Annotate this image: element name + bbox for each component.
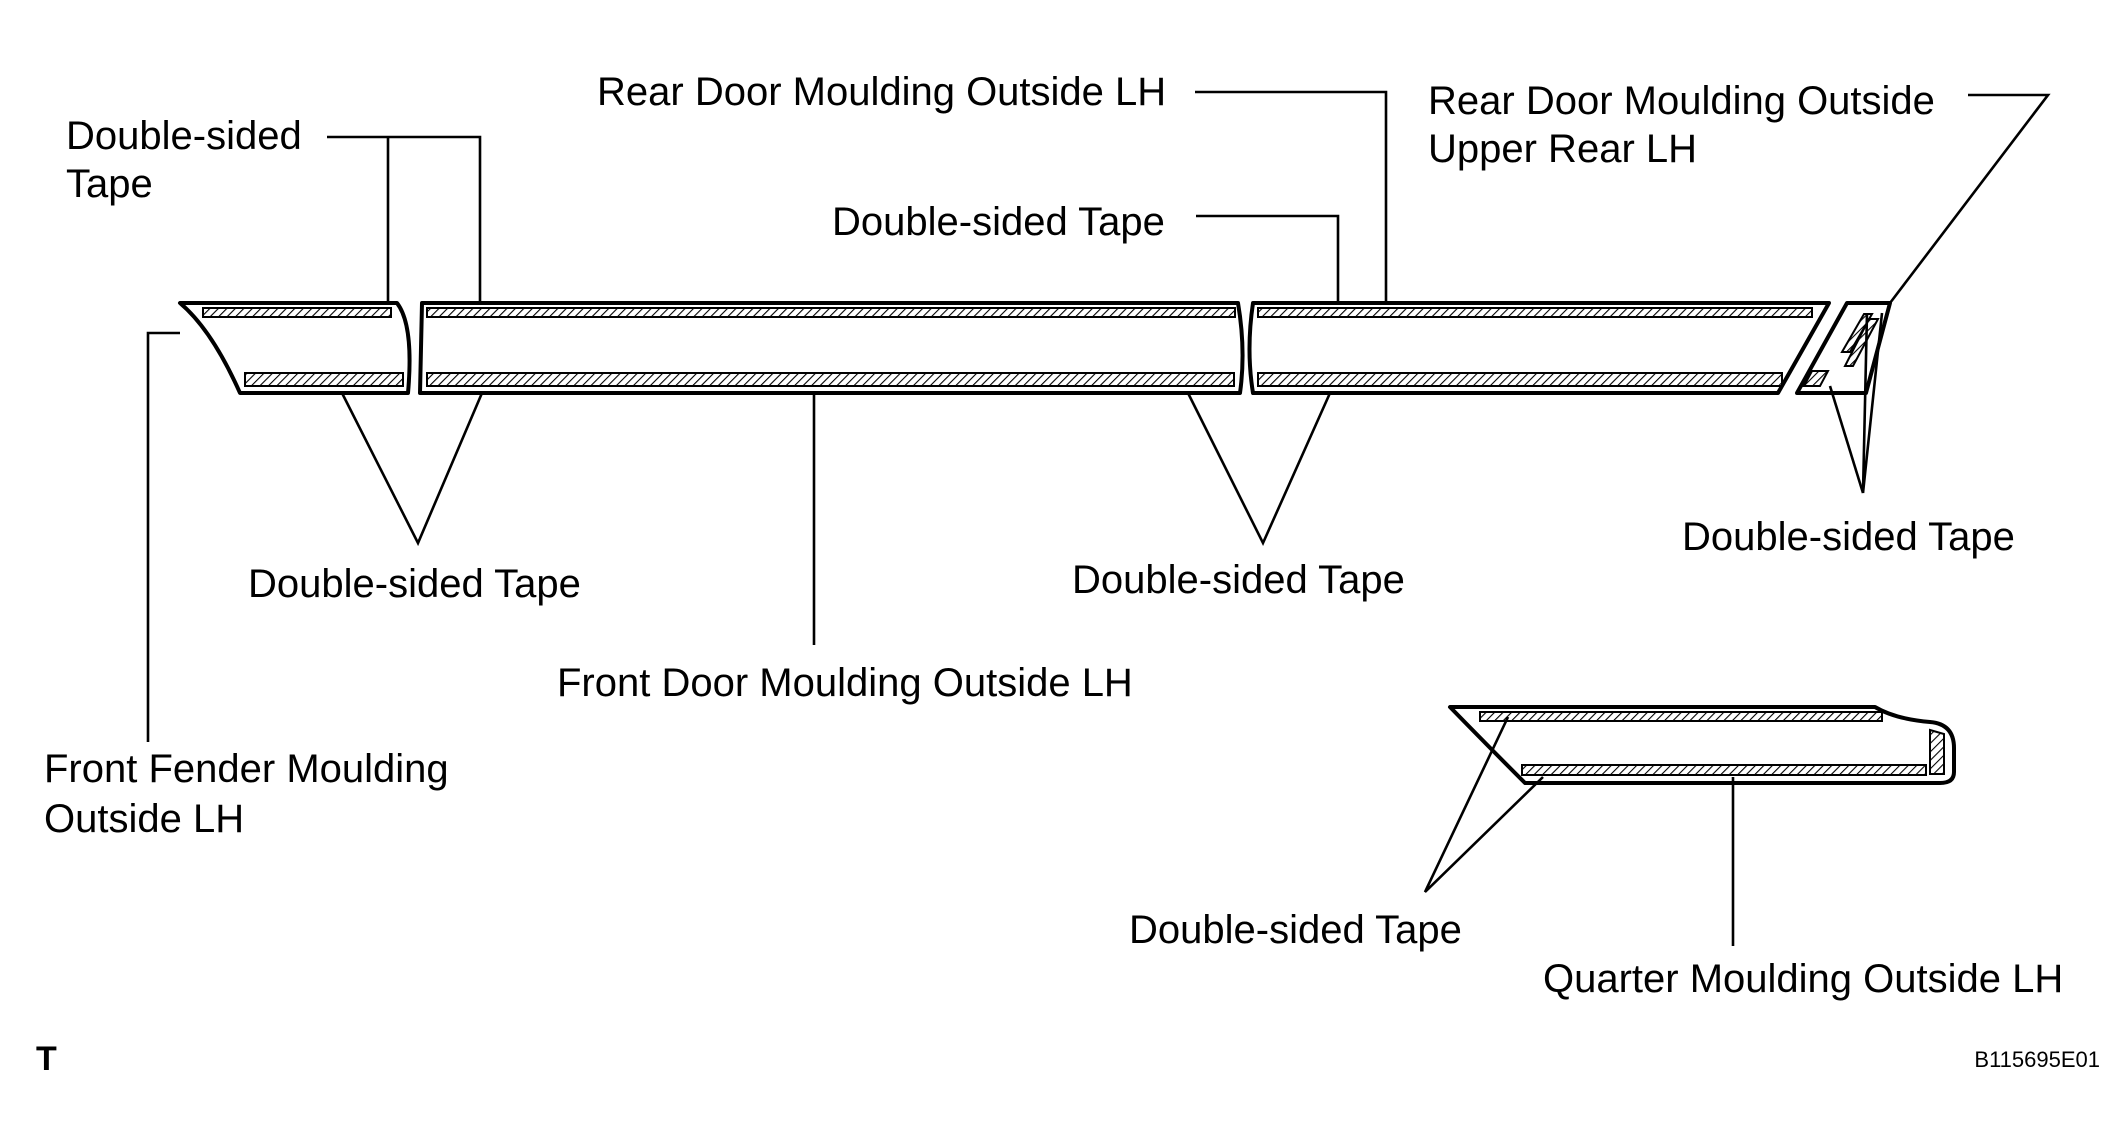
front-door-tape-top [426,307,1236,318]
fender-tape-top [202,307,392,318]
rear-upper-tape-3 [1802,370,1830,387]
corner-mark: T [36,1040,57,1078]
rear-upper-tape-1 [1840,313,1874,353]
label-rear-upper-1: Rear Door Moulding Outside [1428,79,1935,123]
label-tape-quarter: Double-sided Tape [1129,908,1462,952]
label-tape-bottom-left: Double-sided Tape [248,562,581,606]
leader-lines [146,90,2051,946]
label-fender-2: Outside LH [44,797,244,841]
label-fender-1: Front Fender Moulding [44,747,449,791]
front-door-tape-bottom [426,372,1235,387]
label-front-door-moulding: Front Door Moulding Outside LH [557,661,1133,705]
label-tape-top-mid: Double-sided Tape [832,200,1165,244]
label-tape-bottom-right: Double-sided Tape [1682,515,2015,559]
rear-upper-tape-2 [1843,318,1880,367]
rear-door-moulding [1247,301,1831,395]
quarter-tape-top [1479,711,1883,722]
label-tape-top-left-2: Tape [66,162,153,206]
label-rear-door-moulding: Rear Door Moulding Outside LH [597,70,1166,114]
fender-tape-bottom [244,372,404,387]
label-rear-upper-2: Upper Rear LH [1428,127,1697,171]
rear-door-tape-top [1257,307,1813,318]
quarter-tape-bottom [1521,764,1927,776]
label-tape-top-left-1: Double-sided [66,114,302,158]
front-door-moulding [418,301,1245,395]
front-fender-moulding [178,301,412,395]
label-quarter-moulding: Quarter Moulding Outside LH [1543,957,2063,1001]
rear-door-tape-bottom [1257,372,1783,387]
label-tape-bottom-mid: Double-sided Tape [1072,558,1405,602]
figure-code: B115695E01 [1974,1047,2100,1072]
quarter-tape-end [1929,728,1945,775]
quarter-moulding [1448,705,1956,785]
